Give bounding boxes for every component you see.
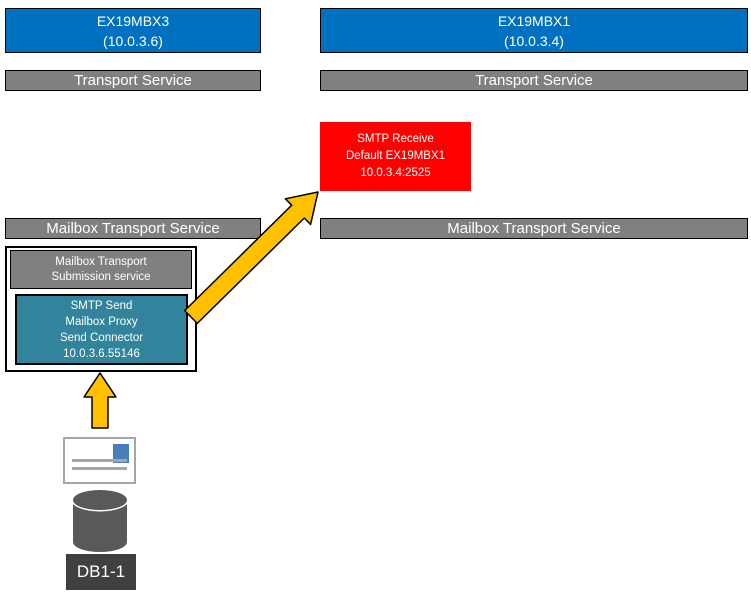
smtp-send-line: SMTP Send bbox=[70, 299, 133, 312]
smtp-send-line: Send Connector bbox=[59, 331, 144, 344]
envelope-icon bbox=[63, 437, 136, 484]
mailbox-transport-service-label: Mailbox Transport Service bbox=[46, 220, 220, 237]
smtp-send-line: Mailbox Proxy bbox=[65, 315, 138, 328]
mailbox-transport-submission-header: Mailbox Transport Submission service bbox=[10, 250, 192, 289]
mailbox-transport-service-label: Mailbox Transport Service bbox=[447, 220, 621, 237]
transport-service-label: Transport Service bbox=[475, 72, 593, 89]
diagonal-arrow-icon bbox=[183, 191, 319, 325]
smtp-receive-line: SMTP Receive bbox=[357, 133, 434, 145]
database-label: DB1-1 bbox=[76, 562, 126, 581]
submission-header-line: Submission service bbox=[51, 270, 151, 283]
up-arrow-icon bbox=[83, 372, 117, 429]
server-name: EX19MBX3 bbox=[96, 12, 170, 29]
envelope-text-line bbox=[72, 459, 127, 462]
transport-service-label: Transport Service bbox=[74, 72, 192, 89]
transport-service-bar-right: Transport Service bbox=[320, 70, 748, 91]
server-ip: (10.0.3.6) bbox=[103, 32, 163, 49]
mailbox-transport-service-bar-right: Mailbox Transport Service bbox=[320, 218, 748, 239]
transport-service-bar-left: Transport Service bbox=[5, 70, 261, 91]
smtp-send-connector-box: SMTP Send Mailbox Proxy Send Connector 1… bbox=[15, 294, 188, 365]
smtp-receive-box: SMTP Receive Default EX19MBX1 10.0.3.4:2… bbox=[320, 122, 471, 191]
envelope-stamp bbox=[113, 444, 129, 463]
submission-header-line: Mailbox Transport bbox=[55, 255, 147, 268]
server-box-ex19mbx3: EX19MBX3 (10.0.3.6) bbox=[5, 8, 261, 53]
server-box-ex19mbx1: EX19MBX1 (10.0.3.4) bbox=[320, 8, 748, 53]
envelope-text-line bbox=[72, 467, 127, 470]
server-name: EX19MBX1 bbox=[497, 12, 571, 29]
smtp-send-line: 10.0.3.6.55146 bbox=[63, 347, 140, 360]
mailbox-transport-service-bar-left: Mailbox Transport Service bbox=[5, 218, 261, 239]
database-label-badge: DB1-1 bbox=[66, 554, 136, 590]
smtp-receive-line: Default EX19MBX1 bbox=[345, 150, 446, 162]
submission-service-container: Mailbox Transport Submission service SMT… bbox=[5, 246, 197, 372]
smtp-receive-line: 10.0.3.4:2525 bbox=[360, 167, 431, 179]
database-cylinder-icon bbox=[71, 488, 129, 552]
server-ip: (10.0.3.4) bbox=[504, 32, 564, 49]
